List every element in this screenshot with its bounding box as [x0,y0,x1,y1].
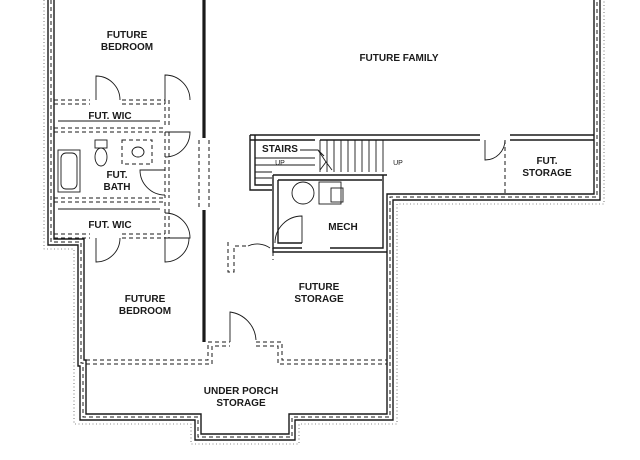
bath-fixtures [57,120,160,210]
mech-equipment [291,181,344,205]
exterior-walls [43,0,605,445]
label-fut-bath: FUT.BATH [103,170,130,193]
label-stairs-up-right: UP [393,160,403,167]
label-fut-wic-top: FUT. WIC [88,111,131,122]
label-fut-wic-bottom: FUT. WIC [88,220,131,231]
label-stairs: STAIRS [262,144,298,155]
label-fut-storage: FUT.STORAGE [522,156,572,179]
label-stairs-up-left: UP [275,160,285,167]
stairs-treads [255,140,384,179]
doors [95,74,506,342]
label-mech: MECH [328,222,357,233]
label-future-family: FUTURE FAMILY [359,53,438,64]
interior-walls [54,0,594,365]
